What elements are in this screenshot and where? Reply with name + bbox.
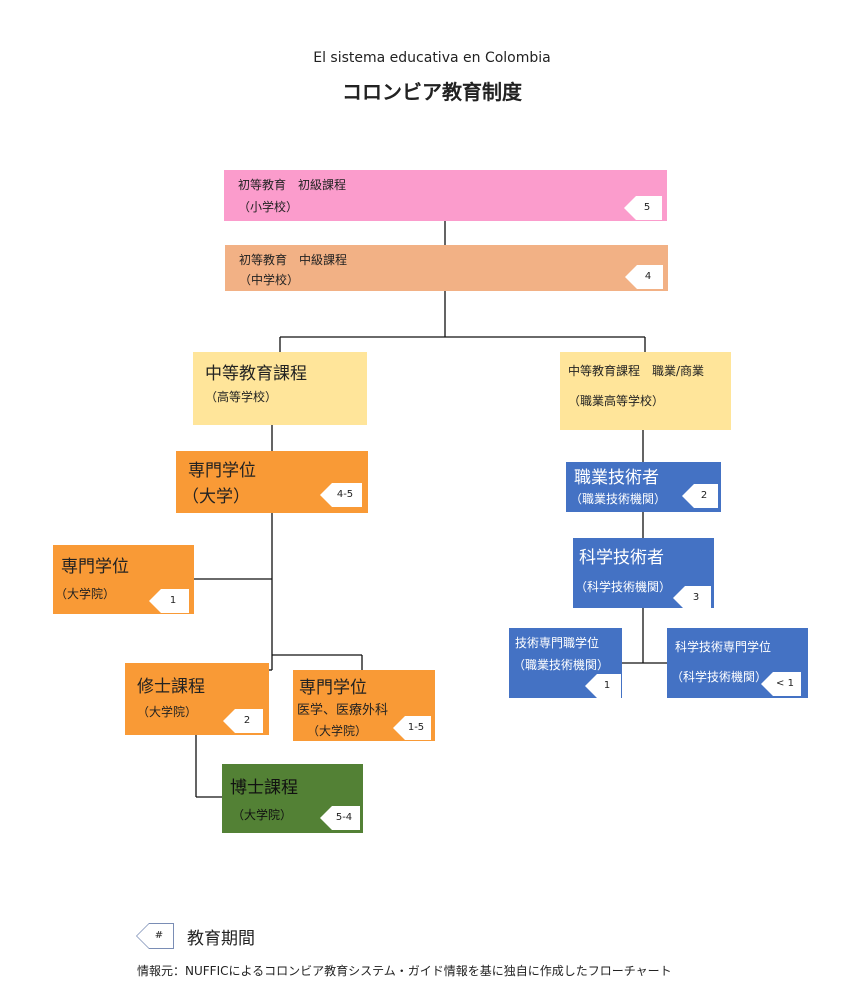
box-scientific-tech-specialist: 科学技術専門学位 （科学技術機関） < 1: [667, 628, 808, 698]
box-sublabel: （大学院）: [307, 724, 368, 738]
box-label: 初等教育 中級課程: [239, 253, 348, 267]
box-primary-middle: 初等教育 中級課程 （中学校） 4: [225, 245, 668, 291]
duration-tag: 4-5: [320, 483, 362, 507]
box-label: 博士課程: [230, 778, 298, 798]
box-sublabel: （科学技術機関）: [575, 580, 672, 594]
box-sublabel: （小学校）: [238, 200, 299, 214]
box-label: 技術専門職学位: [515, 636, 600, 650]
box-sublabel: （大学院）: [232, 808, 293, 822]
box-masters: 修士課程 （大学院） 2: [125, 663, 269, 735]
box-label: 専門学位: [299, 678, 367, 698]
box-label: 科学技術専門学位: [675, 640, 772, 654]
box-sublabel: （大学）: [182, 487, 250, 507]
box-sublabel: （大学院）: [137, 705, 198, 719]
box-graduate-specialist: 専門学位 （大学院） 1: [53, 545, 194, 614]
duration-tag: 4: [625, 265, 663, 289]
box-sublabel: （高等学校）: [205, 390, 278, 404]
title-japanese: コロンビア教育制度: [342, 80, 522, 104]
box-label: 修士課程: [137, 677, 205, 697]
box-technical-professional: 職業技術者 （職業技術機関） 2: [566, 462, 721, 512]
box-scientific-technician: 科学技術者 （科学技術機関） 3: [573, 538, 714, 610]
duration-tag: 1: [585, 674, 621, 698]
box-sublabel: （中学校）: [239, 273, 300, 287]
box-sublabel: （職業技術機関）: [570, 492, 667, 506]
duration-tag: 2: [223, 709, 263, 733]
box-sublabel: 医学、医療外科: [297, 703, 389, 718]
box-doctorate: 博士課程 （大学院） 5-4: [222, 764, 363, 833]
duration-tag: 3: [673, 586, 711, 610]
box-secondary-vocational: 中等教育課程 職業/商業 （職業高等学校）: [560, 352, 731, 430]
box-sublabel: （科学技術機関）: [671, 670, 768, 684]
duration-tag: 1-5: [393, 716, 431, 740]
duration-tag: 5-4: [320, 806, 360, 830]
source-note: 情報元：NUFFICによるコロンビア教育システム・ガイド情報を基に独自に作成した…: [137, 964, 672, 978]
box-sublabel: （職業技術機関）: [513, 658, 610, 672]
box-label: 専門学位: [61, 557, 129, 577]
box-label: 中等教育課程: [205, 364, 307, 384]
box-university-degree: 専門学位 （大学） 4-5: [176, 451, 368, 513]
box-label: 初等教育 初級課程: [238, 178, 347, 192]
legend-label: 教育期間: [187, 929, 255, 949]
title-spanish: El sistema educativa en Colombia: [313, 50, 551, 66]
box-primary-elementary: 初等教育 初級課程 （小学校） 5: [224, 170, 667, 221]
box-label: 科学技術者: [579, 548, 664, 568]
box-technical-specialist: 技術専門職学位 （職業技術機関） 1: [509, 628, 622, 698]
box-sublabel: （職業高等学校）: [568, 394, 665, 408]
duration-tag: 5: [624, 196, 662, 220]
box-medical-specialist: 専門学位 医学、医療外科 （大学院） 1-5: [293, 670, 435, 741]
box-sublabel: （大学院）: [55, 587, 116, 601]
duration-tag: 1: [149, 589, 189, 613]
duration-tag: 2: [682, 484, 718, 508]
box-label: 専門学位: [188, 461, 256, 481]
box-secondary-academic: 中等教育課程 （高等学校）: [193, 352, 367, 425]
box-label: 中等教育課程 職業/商業: [568, 364, 705, 378]
box-label: 職業技術者: [574, 468, 659, 488]
